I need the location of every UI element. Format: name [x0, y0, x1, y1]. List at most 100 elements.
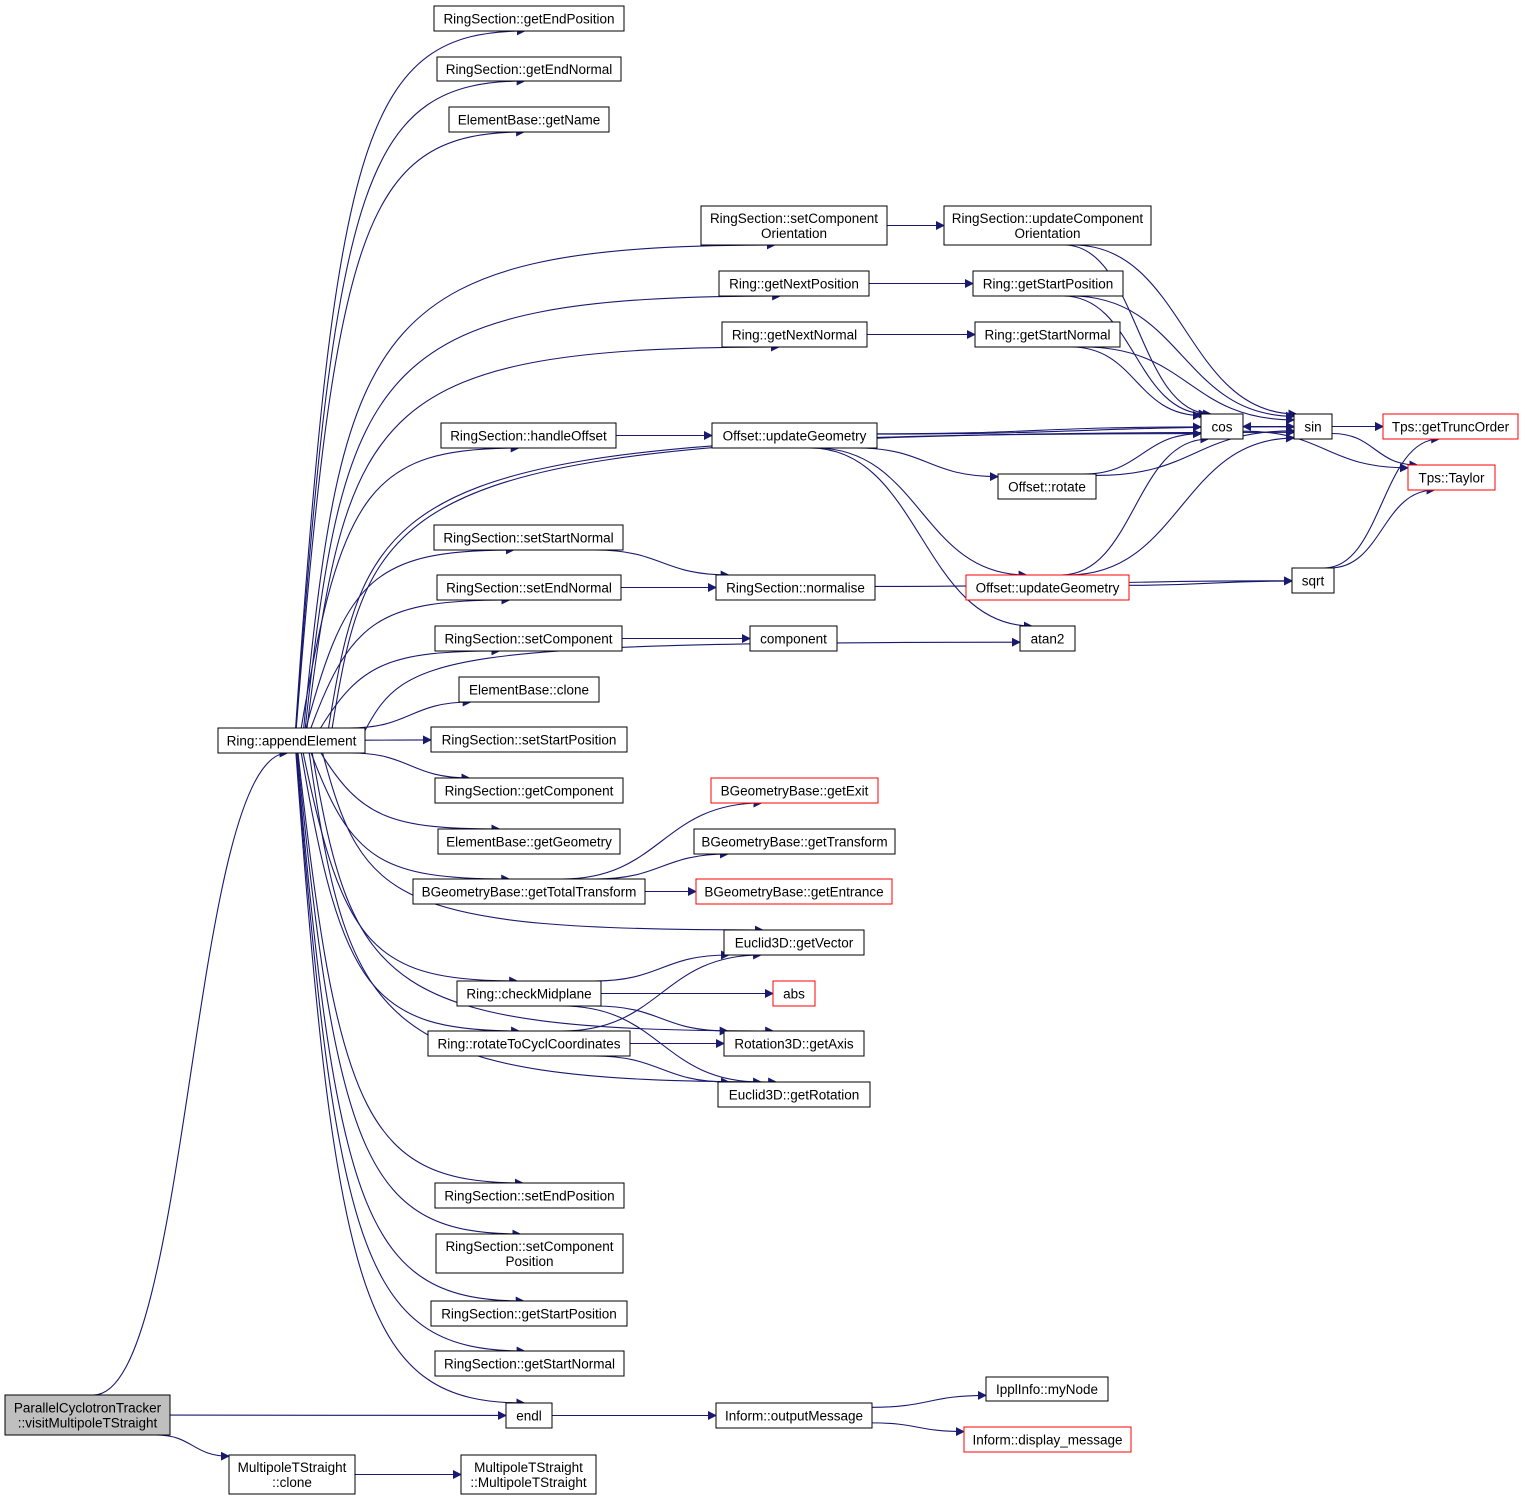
node-atan2[interactable]: atan2 — [1019, 625, 1076, 652]
node-label: Ring::checkMidplane — [466, 987, 591, 1002]
node-mts_ctor[interactable]: MultipoleTStraight::MultipoleTStraight — [460, 1454, 597, 1495]
node-eb_gg[interactable]: ElementBase::getGeometry — [437, 828, 621, 855]
node-box — [723, 1030, 865, 1057]
node-component[interactable]: component — [749, 625, 838, 652]
node-mynode[interactable]: IpplInfo::myNode — [985, 1376, 1109, 1402]
node-bg_gex[interactable]: BGeometryBase::getExit — [710, 777, 879, 804]
node-rs_ssp[interactable]: RingSection::setStartPosition — [430, 726, 628, 753]
node-rs_gep[interactable]: RingSection::getEndPosition — [433, 5, 625, 32]
node-off_ug2[interactable]: Offset::updateGeometry — [965, 574, 1130, 601]
edge-append-to-e3_gr — [308, 752, 778, 1087]
node-label: Offset::rotate — [1008, 480, 1086, 495]
node-rs_ssn[interactable]: RingSection::setStartNormal — [433, 524, 624, 551]
node-outmsg[interactable]: Inform::outputMessage — [715, 1402, 873, 1429]
node-box — [965, 574, 1130, 601]
node-rs_gsn[interactable]: RingSection::getStartNormal — [434, 1350, 625, 1377]
node-bg_gtt[interactable]: BGeometryBase::getTotalTransform — [412, 878, 646, 905]
node-r3_ga[interactable]: Rotation3D::getAxis — [723, 1030, 865, 1057]
node-rs_ho[interactable]: RingSection::handleOffset — [440, 422, 617, 449]
node-label: Euclid3D::getVector — [735, 936, 854, 951]
node-label: cos — [1211, 420, 1232, 435]
edge-r_rtc-to-e3_gr — [593, 1055, 730, 1087]
node-off_ug[interactable]: Offset::updateGeometry — [711, 422, 878, 449]
node-rs_gen[interactable]: RingSection::getEndNormal — [436, 56, 622, 82]
node-eb_gn[interactable]: ElementBase::getName — [448, 106, 610, 133]
node-box — [974, 321, 1121, 348]
node-box — [717, 1081, 871, 1108]
edge-sin-to-tps_taylor — [1331, 432, 1419, 470]
node-label: RingSection::normalise — [726, 581, 865, 596]
edge-rs_ssn-to-rs_norm — [595, 549, 730, 580]
node-box — [434, 1350, 625, 1377]
edge-cos-to-tps_taylor — [1242, 430, 1409, 473]
node-r_gnp[interactable]: Ring::getNextPosition — [718, 270, 870, 297]
edge-off_ug2-to-cos — [1061, 434, 1210, 576]
node-rs_sen[interactable]: RingSection::setEndNormal — [436, 574, 622, 601]
node-sin[interactable]: sin — [1293, 413, 1333, 440]
node-box — [458, 676, 600, 703]
edge-sqrt-to-tps_taylor — [1329, 485, 1436, 569]
edge-r_gsn-to-sin — [1083, 346, 1295, 425]
node-r_gsn[interactable]: Ring::getStartNormal — [974, 321, 1121, 348]
node-rs_norm[interactable]: RingSection::normalise — [715, 574, 876, 601]
node-label: Inform::display_message — [972, 1433, 1122, 1448]
node-box — [710, 777, 879, 804]
node-r_gnn[interactable]: Ring::getNextNormal — [721, 321, 868, 348]
node-r_cm[interactable]: Ring::checkMidplane — [456, 980, 602, 1007]
node-bg_gt[interactable]: BGeometryBase::getTransform — [693, 828, 896, 855]
node-abs[interactable]: abs — [772, 980, 816, 1007]
node-mts_clone[interactable]: MultipoleTStraight::clone — [228, 1454, 356, 1495]
node-box — [433, 524, 624, 551]
node-label: ElementBase::clone — [469, 683, 589, 698]
edge-append-to-rs_gsn — [295, 752, 526, 1356]
node-label: RingSection::updateComponent — [952, 211, 1144, 226]
node-eb_clone[interactable]: ElementBase::clone — [458, 676, 600, 703]
node-label: RingSection::handleOffset — [450, 429, 607, 444]
node-box — [749, 625, 838, 652]
node-r_rtc[interactable]: Ring::rotateToCyclCoordinates — [427, 1030, 631, 1057]
node-endl[interactable]: endl — [505, 1402, 553, 1429]
node-box — [1293, 413, 1333, 440]
node-tps_gto[interactable]: Tps::getTruncOrder — [1382, 413, 1519, 440]
node-sqrt[interactable]: sqrt — [1291, 567, 1335, 594]
edge-append-to-eb_gn — [295, 127, 526, 729]
edge-r_cm-to-r3_ga — [595, 1005, 729, 1036]
node-dispmsg[interactable]: Inform::display_message — [963, 1426, 1132, 1453]
node-box — [1019, 625, 1076, 652]
node-box — [437, 828, 621, 855]
edge-append-to-rs_sc — [320, 646, 501, 729]
node-root[interactable]: ParallelCyclotronTracker::visitMultipole… — [4, 1394, 171, 1436]
node-label: MultipoleTStraight — [474, 1460, 583, 1475]
node-box — [436, 56, 622, 82]
node-rs_sep[interactable]: RingSection::setEndPosition — [434, 1182, 625, 1209]
edge-off_ug-to-off_rot — [856, 447, 999, 482]
node-box — [228, 1454, 356, 1495]
node-e3_gr[interactable]: Euclid3D::getRotation — [717, 1081, 871, 1108]
node-label: abs — [783, 987, 805, 1002]
node-e3_gv[interactable]: Euclid3D::getVector — [723, 929, 865, 956]
node-label: ParallelCyclotronTracker — [14, 1401, 162, 1416]
node-box — [1382, 413, 1519, 440]
node-label: Tps::getTruncOrder — [1392, 420, 1510, 435]
node-off_rot[interactable]: Offset::rotate — [997, 473, 1097, 500]
node-box — [711, 422, 878, 449]
node-label: RingSection::getEndNormal — [446, 62, 613, 77]
node-box — [700, 205, 888, 246]
edge-append-to-cos — [327, 429, 1202, 729]
edge-outmsg-to-dispmsg — [871, 1422, 965, 1437]
node-append[interactable]: Ring::appendElement — [217, 727, 366, 754]
node-label: RingSection::setComponent — [710, 211, 878, 226]
node-rs_sc[interactable]: RingSection::setComponent — [434, 625, 623, 652]
node-box — [217, 727, 366, 754]
edges-layer — [93, 26, 1441, 1479]
node-cos[interactable]: cos — [1200, 413, 1244, 440]
node-rs_gsp[interactable]: RingSection::getStartPosition — [430, 1300, 628, 1327]
node-bg_gen[interactable]: BGeometryBase::getEntrance — [695, 878, 893, 905]
node-box — [718, 270, 870, 297]
node-tps_taylor[interactable]: Tps::Taylor — [1407, 464, 1496, 491]
node-rs_gc[interactable]: RingSection::getComponent — [434, 777, 624, 804]
node-r_gsp[interactable]: Ring::getStartPosition — [972, 270, 1124, 297]
